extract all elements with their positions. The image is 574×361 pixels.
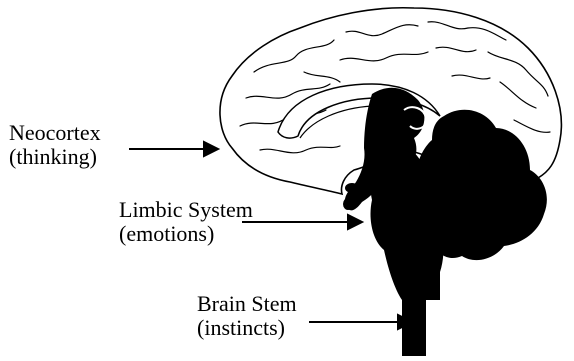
neocortex-title: Neocortex (9, 121, 101, 145)
limbic-title: Limbic System (119, 198, 253, 222)
label-limbic-system: Limbic System (emotions) (119, 198, 253, 246)
limbic-desc: (emotions) (119, 222, 253, 246)
label-neocortex: Neocortex (thinking) (9, 121, 101, 169)
stem-desc: (instincts) (197, 316, 297, 340)
neocortex-desc: (thinking) (9, 145, 101, 169)
label-brain-stem: Brain Stem (instincts) (197, 292, 297, 340)
stem-title: Brain Stem (197, 292, 297, 316)
